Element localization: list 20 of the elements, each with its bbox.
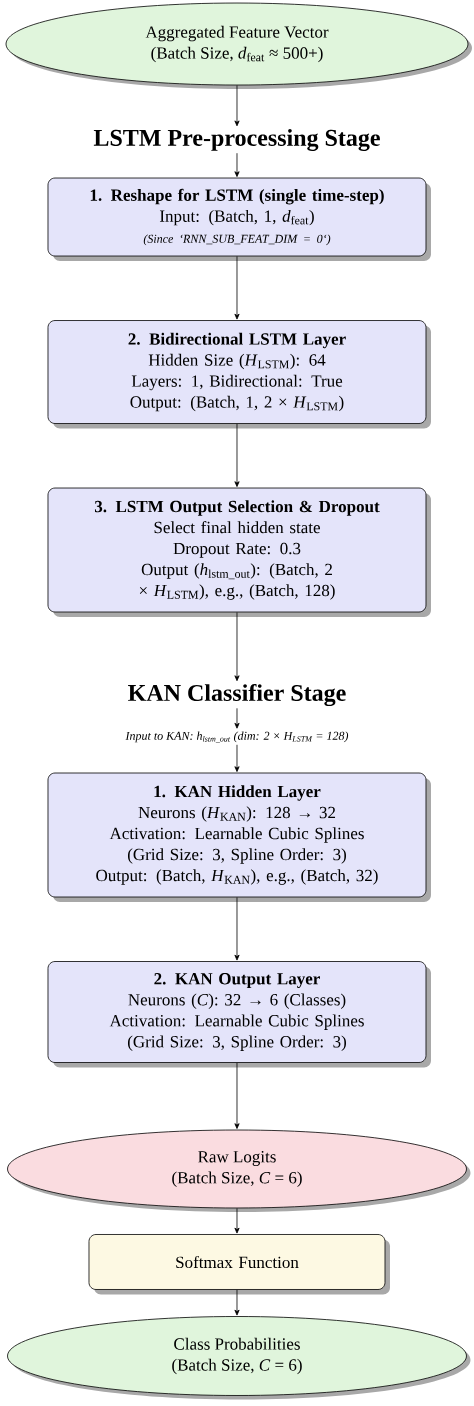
- arrow: [234, 744, 240, 772]
- arrow: [234, 152, 240, 177]
- process-box: Softmax Function: [88, 1234, 390, 1295]
- process-box: 1. Reshape for LSTM (single time-step) Input: (Batch, 1, d$_{feat}$) (Since ‘RNN_SUB_FEAT_DIM = 0‘): [47, 177, 431, 261]
- process-box: 1. KAN Hidden Layer Neurons (H$_{KAN}$): 128 → 32 Activation: Learnable Cubic Splines (Grid Size: 3, Spline Order: 3) Output: (Batch, H$_{KAN}$), e.g., (Batch, 32): [47, 772, 431, 902]
- input-note: Input to KAN: h$_{lstm_out}$ (dim: 2 × H$_{LSTM}$ = 128): [125, 731, 349, 743]
- arrow: [234, 85, 240, 127]
- arrow: [234, 256, 240, 320]
- process-box: 2. KAN Output Layer Neurons (C): 32 → 6 (Classes) Activation: Learnable Cubic Splines (Grid Size: 3, Spline Order: 3): [47, 961, 431, 1068]
- process-box: 3. LSTM Output Selection & Dropout Select final hidden state Dropout Rate: 0.3 Output (h$_{lstm_out}$): (Batch, 2 × H$_{LSTM}$), e.g., (Batch, 128): [47, 487, 431, 617]
- process-box: 2. Bidirectional LSTM Layer Hidden Size (H$_{LSTM}$): 64 Layers: 1, Bidirectional: True Output: (Batch, 1, 2 × H$_{LSTM}$): [47, 320, 431, 429]
- arrow: [234, 707, 240, 729]
- arrow: [234, 1062, 240, 1129]
- arrow: [234, 423, 240, 487]
- arrow: [234, 1289, 240, 1316]
- arrow: [234, 1208, 240, 1234]
- arrow: [234, 897, 240, 961]
- stage-heading: KAN Classifier Stage: [128, 683, 346, 707]
- arrow: [234, 612, 240, 682]
- stage-heading: LSTM Pre-processing Stage: [93, 129, 380, 151]
